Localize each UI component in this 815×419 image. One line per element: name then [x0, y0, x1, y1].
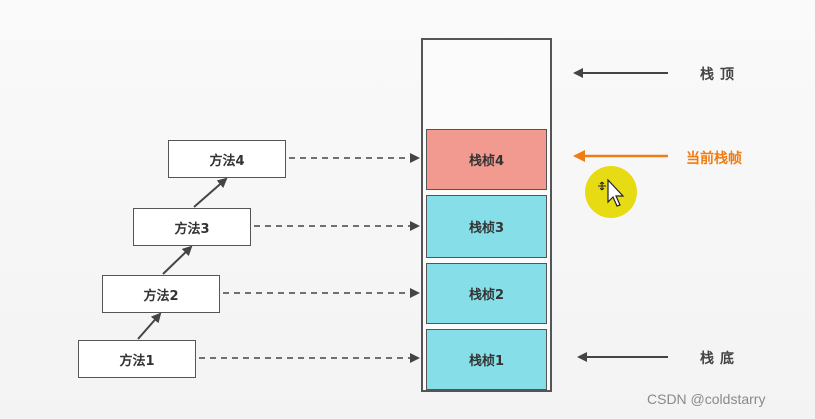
stack-frame-1: 栈桢1	[426, 329, 547, 390]
stack-frame-3: 栈桢3	[426, 195, 547, 258]
stack-frame-2: 栈桢2	[426, 263, 547, 324]
method-box-2: 方法2	[102, 275, 220, 313]
method-label: 方法4	[209, 153, 245, 169]
call-arrow-2-to-3	[162, 245, 193, 275]
method-label: 方法2	[143, 288, 179, 304]
method-label: 方法3	[174, 221, 210, 237]
frame-label: 栈桢3	[468, 221, 505, 236]
current-frame-label: 当前栈帧	[686, 151, 742, 167]
stack-frame-4-current: 栈桢4	[426, 129, 547, 190]
stack-bottom-label: 栈底	[700, 351, 740, 367]
call-arrow-1-to-2	[137, 312, 162, 340]
call-arrow-3-to-4	[193, 177, 228, 208]
method-box-3: 方法3	[133, 208, 251, 246]
frame-label: 栈桢1	[468, 354, 505, 369]
method-box-4: 方法4	[168, 140, 286, 178]
frame-label: 栈桢2	[468, 288, 505, 303]
watermark: CSDN @coldstarry	[647, 391, 766, 407]
frame-label: 栈桢4	[468, 154, 505, 169]
mouse-pointer-icon	[598, 178, 625, 207]
stack-top-label: 栈顶	[700, 67, 740, 83]
method-label: 方法1	[119, 353, 155, 369]
method-box-1: 方法1	[78, 340, 196, 378]
